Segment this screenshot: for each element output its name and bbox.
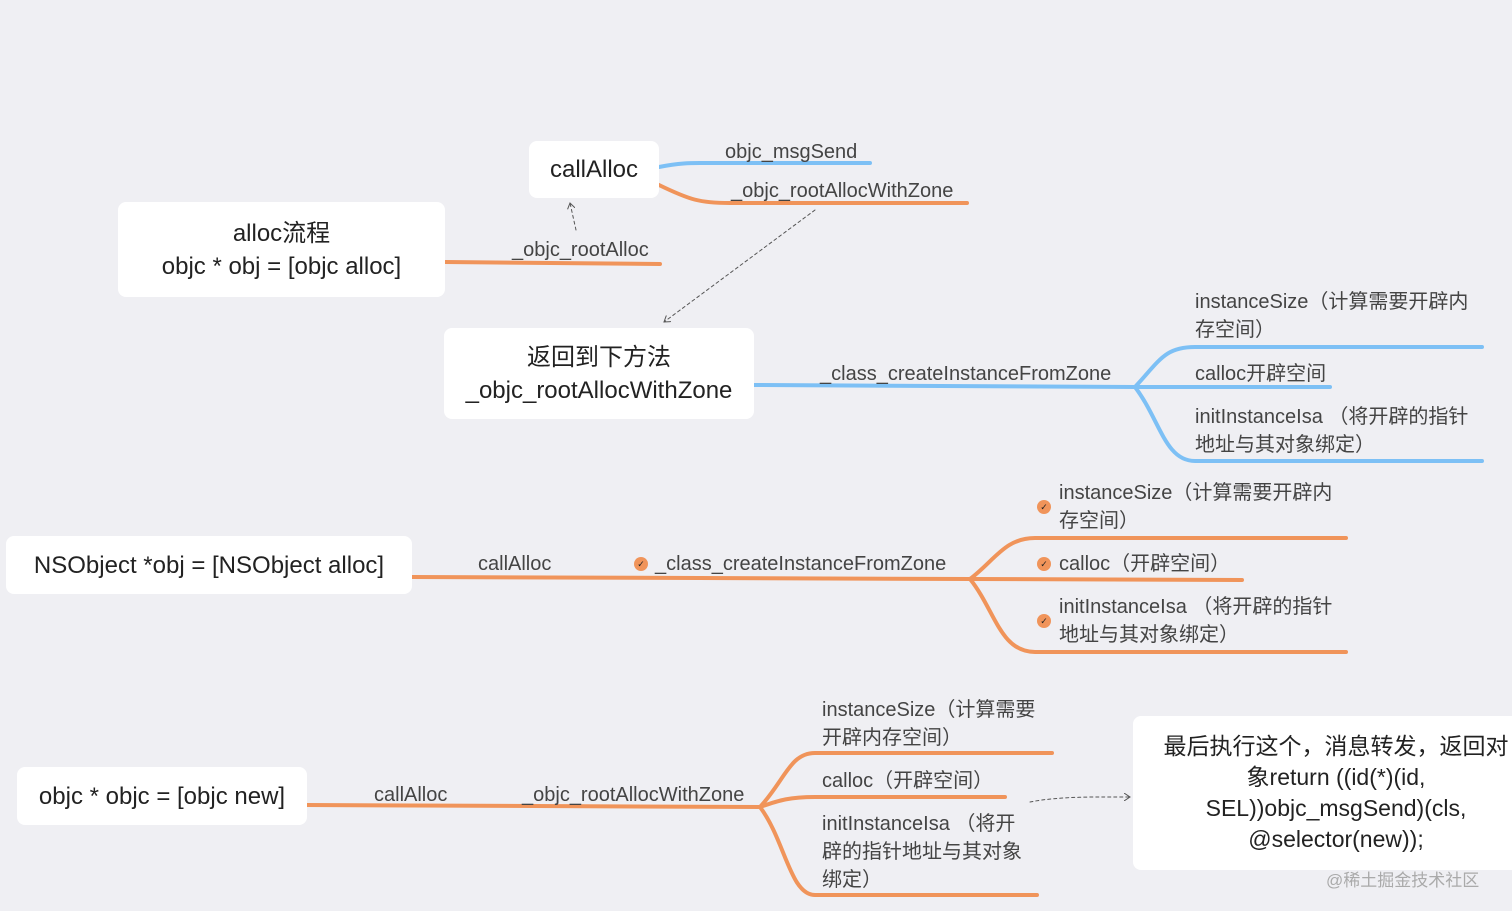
branch-new-calloc[interactable]: calloc（开辟空间） <box>822 770 994 792</box>
branch-new-initisa[interactable]: initInstanceIsa （将开 辟的指针地址与其对象 绑定） <box>822 813 1022 891</box>
node-callalloc[interactable]: callAlloc <box>529 141 659 198</box>
branch-new-callalloc[interactable]: callAlloc <box>374 784 448 806</box>
line-ns-main <box>410 575 972 581</box>
line-rootAlloc <box>443 260 662 266</box>
branch-blue-create[interactable]: _class_createInstanceFromZone <box>820 363 1112 385</box>
branch-objc-msgsend[interactable]: objc_msgSend <box>725 141 858 163</box>
branch-new-rootallocwithzone[interactable]: _objc_rootAllocWithZone <box>522 784 745 806</box>
watermark: @稀土掘金技术社区 <box>1326 871 1480 890</box>
branch-ns-callalloc[interactable]: callAlloc <box>478 553 552 575</box>
line-rootAllocWithZone <box>657 183 969 205</box>
node-return-to[interactable]: 返回到下方法 _objc_rootAllocWithZone <box>444 328 754 419</box>
line-new-main <box>305 803 762 809</box>
branch-rootalloc[interactable]: _objc_rootAlloc <box>512 239 649 261</box>
dashed-arrow-up <box>570 203 577 231</box>
check-icon: ✓ <box>1037 557 1051 571</box>
branch-ns-calloc[interactable]: calloc（开辟空间） <box>1059 553 1231 575</box>
branch-ns-initisa[interactable]: initInstanceIsa （将开辟的指针 地址与其对象绑定） <box>1059 596 1333 646</box>
line-msgSend <box>657 161 872 169</box>
branch-blue-initisa[interactable]: initInstanceIsa （将开辟的指针 地址与其对象绑定） <box>1195 406 1469 456</box>
branch-blue-instancesize[interactable]: instanceSize（计算需要开辟内 存空间） <box>1195 291 1469 341</box>
line-blue-create <box>752 383 1137 389</box>
node-alloc-flow[interactable]: alloc流程 objc * obj = [objc alloc] <box>118 202 445 297</box>
check-icon: ✓ <box>1037 614 1051 628</box>
branch-ns-instancesize[interactable]: instanceSize（计算需要开辟内 存空间） <box>1059 482 1333 532</box>
node-nsobject-alloc[interactable]: NSObject *obj = [NSObject alloc] <box>6 536 412 594</box>
dashed-arrow-return <box>664 209 816 322</box>
dashed-arrow-final <box>1029 797 1130 803</box>
branch-new-instancesize[interactable]: instanceSize（计算需要 开辟内存空间） <box>822 699 1036 749</box>
check-icon: ✓ <box>1037 500 1051 514</box>
branch-ns-create[interactable]: _class_createInstanceFromZone <box>655 553 947 575</box>
node-final-note[interactable]: 最后执行这个，消息转发，返回对象return ((id(*)(id, SEL))… <box>1133 716 1512 870</box>
branch-blue-calloc[interactable]: calloc开辟空间 <box>1195 363 1327 385</box>
check-icon: ✓ <box>634 557 648 571</box>
node-objc-new[interactable]: objc * objc = [objc new] <box>17 767 307 825</box>
branch-rootallocwithzone[interactable]: _objc_rootAllocWithZone <box>731 180 954 202</box>
